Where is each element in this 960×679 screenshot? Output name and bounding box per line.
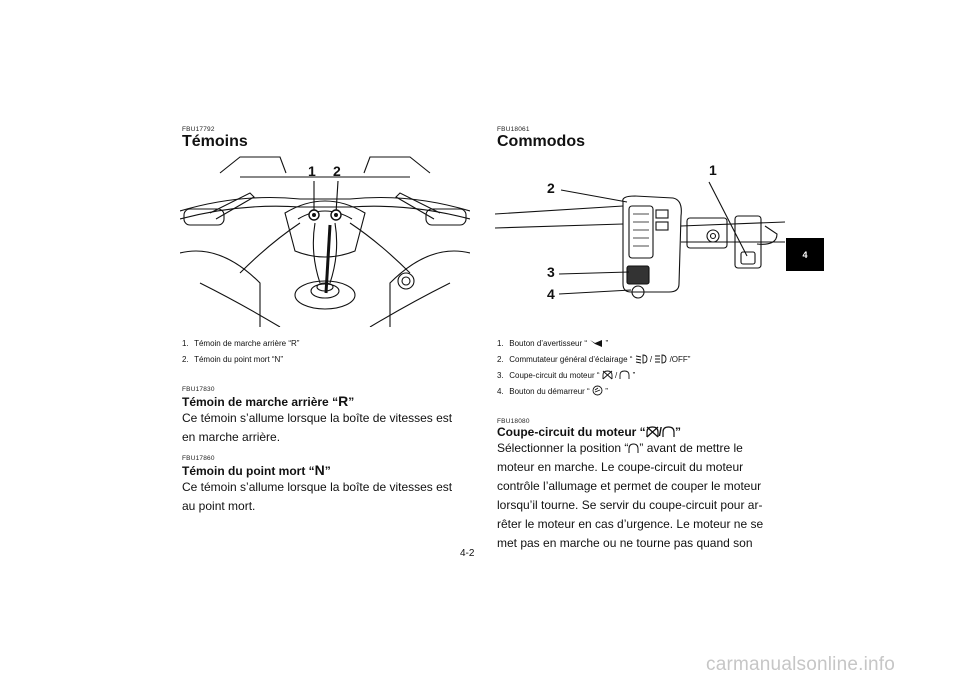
caption-item: 1. Témoin de marche arrière “R” <box>182 339 300 348</box>
figure-label-2: 2 <box>547 180 555 196</box>
paragraph-line: met pas en marche ou ne tourne pas quand… <box>497 536 753 550</box>
right-captions: 1. Bouton d’avertisseur “ ” 2. Commutate… <box>497 336 783 400</box>
section-heading: Coupe-circuit du moteur “/” <box>497 425 682 439</box>
right-column: FBU18061 Commodos <box>497 126 783 151</box>
engine-run-icon <box>619 370 630 379</box>
section-code: FBU18080 <box>497 418 530 425</box>
neutral-section: FBU17860 Témoin du point mort “N” Ce tém… <box>182 455 468 516</box>
section-title: Commodos <box>497 133 585 150</box>
engine-stop-icon <box>646 426 659 438</box>
dashboard-illustration <box>179 156 471 328</box>
figure-label-4: 4 <box>547 286 555 302</box>
kill-switch-section: FBU18080 Coupe-circuit du moteur “/” Sél… <box>497 418 783 553</box>
section-code: FBU18061 <box>497 126 530 133</box>
engine-stop-icon <box>602 370 613 380</box>
paragraph-line: Sélectionner la position “” avant de met… <box>497 441 743 455</box>
dashboard-figure: 1 2 <box>179 153 471 328</box>
section-code: FBU17860 <box>182 455 215 462</box>
caption-item: 3. Coupe-circuit du moteur “ / ” <box>497 370 636 380</box>
section-code: FBU17792 <box>182 126 215 133</box>
paragraph-line: Ce témoin s’allume lorsque la boîte de v… <box>182 411 453 425</box>
engine-run-icon <box>628 443 639 453</box>
section-heading: Témoin du point mort “N” <box>182 462 331 478</box>
section-code: FBU17830 <box>182 386 215 393</box>
paragraph-line: moteur en marche. Le coupe-circuit du mo… <box>497 460 744 474</box>
starter-icon <box>592 385 603 396</box>
paragraph-line: en marche arrière. <box>182 430 281 444</box>
section-heading: Témoin de marche arrière “R” <box>182 393 355 409</box>
chapter-tab: 4 <box>786 238 824 271</box>
engine-run-icon <box>662 426 675 437</box>
low-beam-icon <box>635 354 648 364</box>
left-column: FBU17792 Témoins <box>182 126 468 151</box>
caption-item: 4. Bouton du démarreur “ ” <box>497 385 608 396</box>
caption-item: 1. Bouton d’avertisseur “ ” <box>497 339 609 348</box>
figure-label-1: 1 <box>709 162 717 178</box>
high-beam-icon <box>655 354 667 364</box>
figure-label-1: 1 <box>308 163 316 179</box>
figure-label-3: 3 <box>547 264 555 280</box>
switch-figure: 1 2 3 4 <box>494 162 786 316</box>
watermark: carmanualsonline.info <box>706 654 896 675</box>
paragraph-line: contrôle l’allumage et permet de couper … <box>497 479 762 493</box>
paragraph-line: rêter le moteur en cas d’urgence. Le mot… <box>497 517 764 531</box>
left-captions: 1. Témoin de marche arrière “R” 2. Témoi… <box>182 336 468 368</box>
caption-item: 2. Témoin du point mort “N” <box>182 355 283 364</box>
caption-item: 2. Commutateur général d’éclairage “ / /… <box>497 354 691 364</box>
section-title: Témoins <box>182 133 248 150</box>
paragraph-line: au point mort. <box>182 499 256 513</box>
horn-icon <box>590 340 603 347</box>
paragraph-line: lorsqu’il tourne. Se servir du coupe-cir… <box>497 498 763 512</box>
page-number: 4-2 <box>460 548 475 559</box>
reverse-section: FBU17830 Témoin de marche arrière “R” Ce… <box>182 386 468 447</box>
handlebar-switch-illustration <box>494 181 786 299</box>
paragraph-line: Ce témoin s’allume lorsque la boîte de v… <box>182 480 453 494</box>
figure-label-2: 2 <box>333 163 341 179</box>
